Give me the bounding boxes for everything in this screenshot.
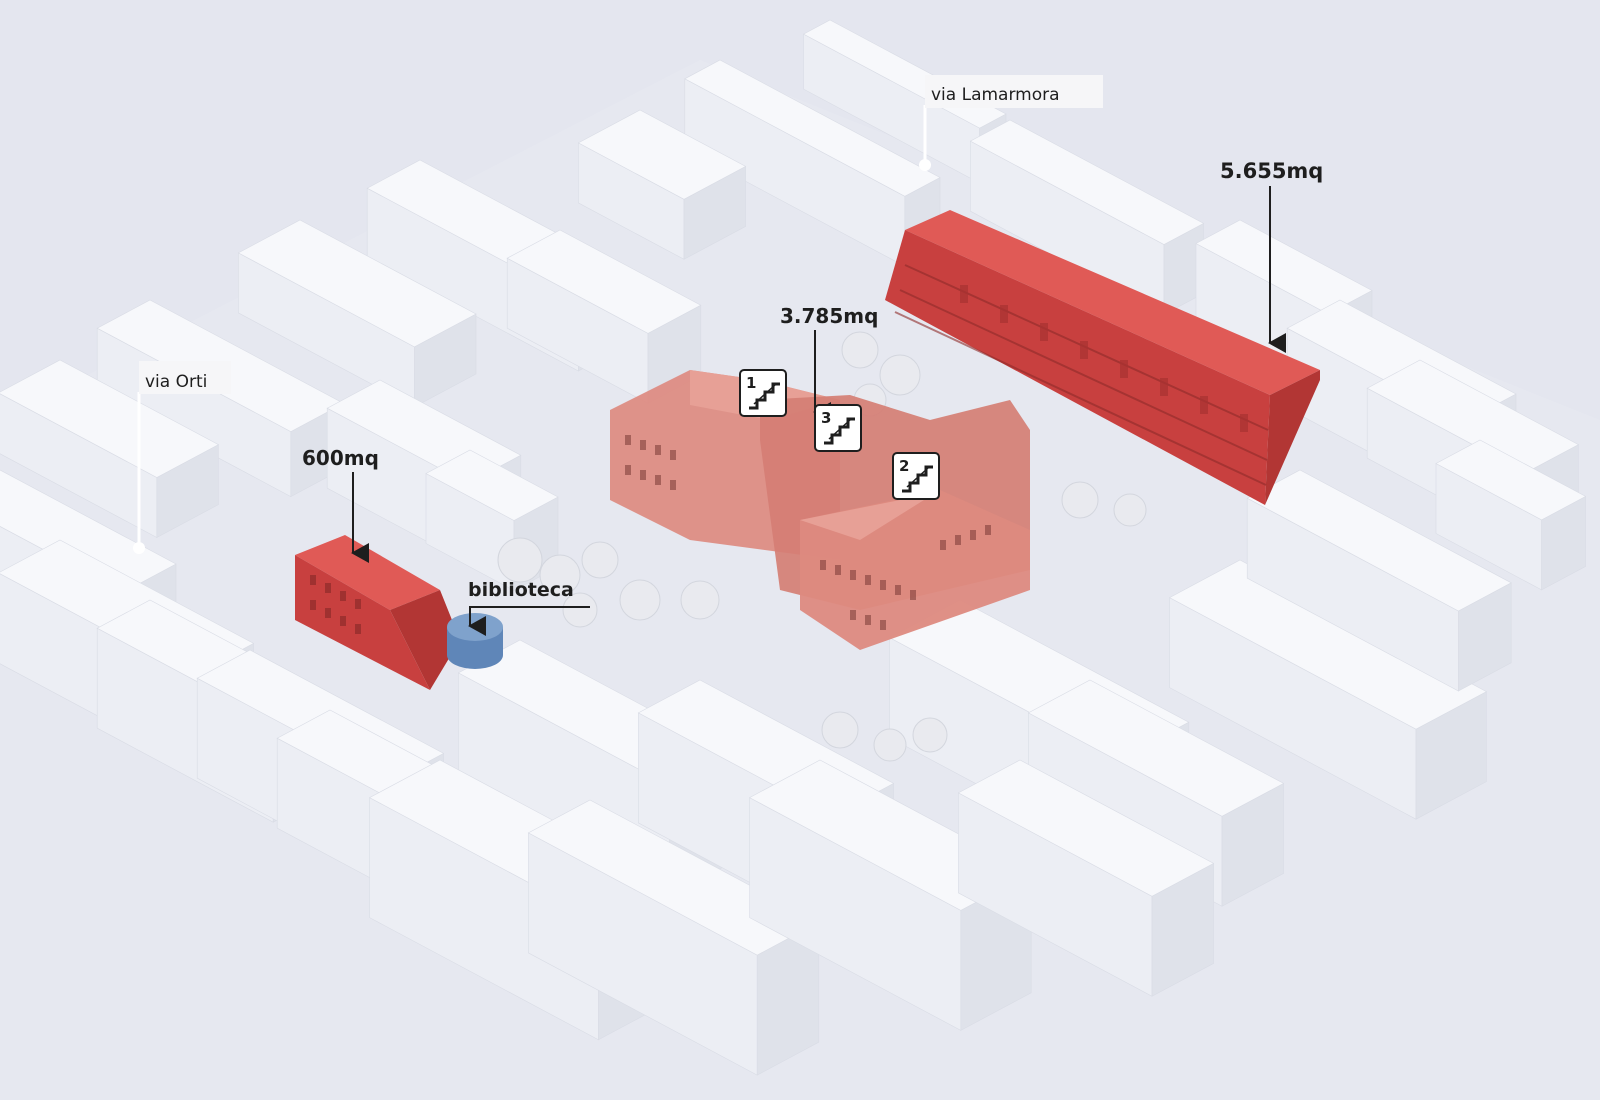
stair-number: 3 <box>821 409 831 427</box>
stair-number: 2 <box>899 457 909 475</box>
context-block <box>577 109 747 260</box>
context-block <box>0 359 220 539</box>
stair-icon: 2 <box>892 452 940 500</box>
street-name-lamarmora: via Lamarmora <box>931 85 1060 105</box>
street-name-orti: via Orti <box>145 372 207 392</box>
library-label: biblioteca <box>468 579 574 601</box>
area-label-5655: 5.655mq <box>1220 159 1323 353</box>
context-block <box>1435 439 1587 591</box>
stair-number: 1 <box>746 374 756 392</box>
area-label-600: 600mq <box>302 446 379 563</box>
street-label-lamarmora: via Lamarmora <box>919 75 1103 171</box>
context-block <box>957 759 1215 997</box>
area-value-5655: 5.655mq <box>1220 159 1323 183</box>
stair-icons: 1 3 2 <box>739 369 940 500</box>
area-label-3785: 3.785mq <box>780 304 878 422</box>
context-block <box>969 119 1205 316</box>
context-buildings <box>0 19 1587 1076</box>
street-label-orti: via Orti <box>133 361 231 554</box>
area-value-3785: 3.785mq <box>780 304 878 328</box>
context-block <box>1246 469 1512 692</box>
library-cylinder <box>447 613 503 669</box>
long-block-5655 <box>885 210 1320 505</box>
context-block <box>237 219 477 408</box>
small-block-600 <box>295 535 460 690</box>
stair-icon: 3 <box>814 404 862 452</box>
context-block <box>527 799 820 1076</box>
area-value-600: 600mq <box>302 446 379 470</box>
area-label-biblioteca: biblioteca <box>468 579 590 636</box>
courtyard-trees <box>497 331 1147 762</box>
stair-icon: 1 <box>739 369 787 417</box>
